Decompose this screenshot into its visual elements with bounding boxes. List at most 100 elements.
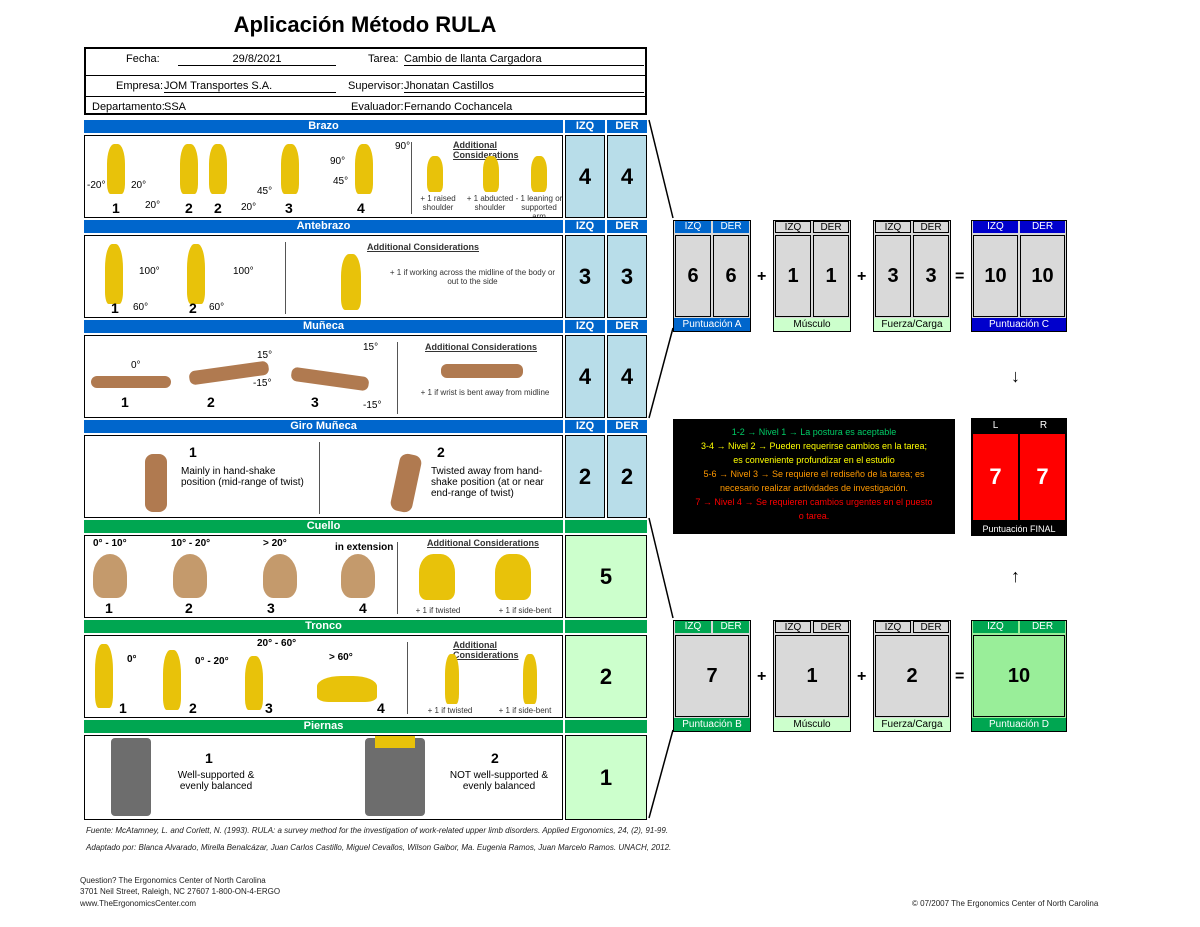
piernas-score[interactable]: 1 xyxy=(565,735,647,820)
piernas-title: Piernas xyxy=(84,720,563,733)
panel-m-der-value[interactable]: 1 xyxy=(813,235,849,317)
muneca-izq-score[interactable]: 4 xyxy=(565,335,605,418)
panel-d-der-header: DER xyxy=(1020,621,1065,633)
cuello-title: Cuello xyxy=(84,520,563,533)
panel-c-izq-value[interactable]: 10 xyxy=(973,235,1018,317)
muneca-add-hand xyxy=(441,364,523,378)
muneca-angle-2: 15° xyxy=(257,350,273,361)
muneca-num-3: 3 xyxy=(311,394,319,410)
piernas-figures: 1 2 Well-supported & evenly balanced NOT… xyxy=(84,735,563,820)
tronco-angle-2: 0° - 20° xyxy=(195,656,229,667)
tronco-add-figure-2 xyxy=(523,654,537,704)
cuello-num-2: 2 xyxy=(185,600,193,616)
footer-line-2: 3701 Neil Street, Raleigh, NC 27607 1-80… xyxy=(80,887,281,896)
giro-text-1: Mainly in hand-shake position (mid-range… xyxy=(181,466,304,488)
giro-izq-score[interactable]: 2 xyxy=(565,435,605,518)
brazo-angle-1: -20° xyxy=(87,180,106,191)
footer-line-3[interactable]: www.TheErgonomicsCenter.com xyxy=(80,899,197,908)
tronco-additional-title: Additional Considerations xyxy=(453,640,519,660)
brazo-figure-3 xyxy=(209,144,227,194)
cuello-head-1 xyxy=(93,554,127,598)
brazo-figure-5 xyxy=(355,144,373,194)
panel-m-der-header: DER xyxy=(813,221,849,233)
muneca-der-score[interactable]: 4 xyxy=(607,335,647,418)
antebrazo-angle-2: 60° xyxy=(133,302,149,313)
giro-figures: 1 2 Mainly in hand-shake position (mid-r… xyxy=(84,435,563,518)
panel-f-izq-value[interactable]: 3 xyxy=(875,235,911,317)
brazo-num-2: 2 xyxy=(185,200,193,216)
brazo-figure-2 xyxy=(180,144,198,194)
plus-op-3: + xyxy=(757,668,767,685)
cuello-add-figure-2 xyxy=(495,554,531,600)
plus-op-4: + xyxy=(857,668,867,685)
supervisor-value[interactable]: Jhonatan Castillos xyxy=(404,80,644,93)
giro-izq-header: IZQ xyxy=(565,420,605,433)
brazo-num-5: 4 xyxy=(357,200,365,216)
eq-op-2: = xyxy=(955,668,965,685)
header-info-box: Fecha: 29/8/2021 Tarea: Cambio de llanta… xyxy=(84,47,647,115)
antebrazo-num-1: 1 xyxy=(111,300,119,316)
giro-text-2: Twisted away from hand-shake position (a… xyxy=(431,466,544,499)
giro-der-score[interactable]: 2 xyxy=(607,435,647,518)
connector-lines xyxy=(648,119,674,819)
tronco-title: Tronco xyxy=(84,620,563,633)
cuello-figures: 0° - 10° 10° - 20° > 20° in extension 1 … xyxy=(84,535,563,618)
section-muneca: Muñeca IZQ DER 0° 15° -15° 15° -15° 1 2 … xyxy=(84,320,647,418)
tronco-score[interactable]: 2 xyxy=(565,635,647,718)
panel-m2-value[interactable]: 1 xyxy=(775,635,849,717)
brazo-izq-header: IZQ xyxy=(565,120,605,133)
panel-m-izq-value[interactable]: 1 xyxy=(775,235,811,317)
panel-musculo-top: IZQ DER 1 1 Músculo xyxy=(773,220,851,332)
panel-a-label: Puntuación A xyxy=(674,318,750,331)
evaluador-value[interactable]: Fernando Cochancela xyxy=(404,101,513,113)
brazo-num-4: 3 xyxy=(285,200,293,216)
brazo-izq-score[interactable]: 4 xyxy=(565,135,605,218)
section-piernas: Piernas 1 2 Well-supported & evenly bala… xyxy=(84,720,647,820)
cuello-score[interactable]: 5 xyxy=(565,535,647,618)
panel-f2-value[interactable]: 2 xyxy=(875,635,949,717)
panel-d-value[interactable]: 10 xyxy=(973,635,1065,717)
empresa-label: Empresa: xyxy=(116,80,164,92)
eq-op-1: = xyxy=(955,268,965,285)
panel-c-der-value[interactable]: 10 xyxy=(1020,235,1065,317)
tronco-num-2: 2 xyxy=(189,700,197,716)
panel-m-izq-header: IZQ xyxy=(775,221,811,233)
brazo-add-figure-3 xyxy=(531,156,547,192)
cuello-angle-3: > 20° xyxy=(263,538,287,549)
panel-a-der-value[interactable]: 6 xyxy=(713,235,749,317)
antebrazo-der-score[interactable]: 3 xyxy=(607,235,647,318)
giro-divider xyxy=(319,442,320,514)
brazo-add-figure-2 xyxy=(483,156,499,192)
piernas-num-1: 1 xyxy=(205,750,213,766)
antebrazo-izq-score[interactable]: 3 xyxy=(565,235,605,318)
giro-num-1: 1 xyxy=(189,444,197,460)
tronco-note-2: + 1 if side-bent xyxy=(498,706,552,715)
empresa-value[interactable]: JOM Transportes S.A. xyxy=(164,80,336,93)
panel-f-der-value[interactable]: 3 xyxy=(913,235,949,317)
fecha-value[interactable]: 29/8/2021 xyxy=(178,53,336,66)
final-r-value[interactable]: 7 xyxy=(1020,434,1065,520)
panel-d-label: Puntuación D xyxy=(972,718,1066,731)
panel-c-label: Puntuación C xyxy=(972,318,1066,331)
panel-b-value[interactable]: 7 xyxy=(675,635,749,717)
panel-f-der-header: DER xyxy=(913,221,949,233)
final-l-header: L xyxy=(992,420,999,431)
departamento-value[interactable]: SSA xyxy=(164,101,187,113)
panel-puntuacion-d: IZQ DER 10 Puntuación D xyxy=(971,620,1067,732)
final-l-value[interactable]: 7 xyxy=(973,434,1018,520)
muneca-divider xyxy=(397,342,398,414)
cuello-add-figure-1 xyxy=(419,554,455,600)
legend-line-7: o tarea. xyxy=(798,511,830,521)
footer-copyright: © 07/2007 The Ergonomics Center of North… xyxy=(912,899,1099,908)
panel-a-izq-value[interactable]: 6 xyxy=(675,235,711,317)
footer-line-1: Question? The Ergonomics Center of North… xyxy=(80,876,266,885)
brazo-der-score[interactable]: 4 xyxy=(607,135,647,218)
giro-der-header: DER xyxy=(607,420,647,433)
cuello-num-3: 3 xyxy=(267,600,275,616)
tarea-value[interactable]: Cambio de llanta Cargadora xyxy=(404,53,644,66)
muneca-hand-1 xyxy=(91,376,171,388)
brazo-angle-6: 90° xyxy=(330,156,346,167)
section-giro-muneca: Giro Muñeca IZQ DER 1 2 Mainly in hand-s… xyxy=(84,420,647,518)
panel-c-izq-header: IZQ xyxy=(973,221,1018,233)
panel-f-label: Fuerza/Carga xyxy=(874,318,950,331)
